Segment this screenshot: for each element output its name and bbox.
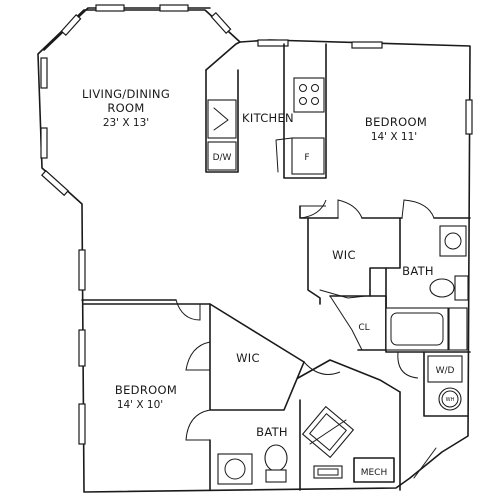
bath-1-label: BATH xyxy=(402,264,434,278)
windows xyxy=(40,4,473,445)
kitchen-sink xyxy=(207,99,237,139)
bath-2-toilet xyxy=(264,444,288,472)
living-room-dimensions: 23' X 13' xyxy=(103,117,149,129)
living-dining-room: LIVING/DINING ROOM 23' X 13' xyxy=(82,87,170,129)
bath-1-toilet xyxy=(429,278,455,298)
bath-2: BATH xyxy=(217,405,355,485)
laundry-area: W/D WH xyxy=(397,351,469,417)
bedroom-1-dimensions: 14' X 11' xyxy=(371,131,417,143)
kitchen: D/W F KITCHEN xyxy=(205,41,327,179)
bedroom-2-dimensions: 14' X 10' xyxy=(117,399,163,411)
bedroom-2: BEDROOM 14' X 10' xyxy=(115,383,177,411)
bath-1: BATH xyxy=(385,225,471,353)
wic-1-label: WIC xyxy=(332,248,356,262)
closet: CL xyxy=(329,295,387,351)
closet-label: CL xyxy=(358,323,369,333)
bath-1-tub xyxy=(385,307,449,351)
fridge-label: F xyxy=(304,153,309,163)
fridge xyxy=(291,137,325,175)
mech-room: MECH xyxy=(353,457,395,483)
washer-dryer-label: W/D xyxy=(436,366,455,376)
bath-1-sink xyxy=(439,225,467,257)
mech-label: MECH xyxy=(361,468,388,478)
bedroom-1-name: BEDROOM xyxy=(365,115,427,129)
cooktop xyxy=(293,77,325,113)
bath-2-label: BATH xyxy=(256,425,288,439)
kitchen-label: KITCHEN xyxy=(242,111,294,125)
washer-dryer xyxy=(427,355,463,383)
exterior-walls xyxy=(37,7,471,493)
living-room-name-line2: ROOM xyxy=(107,101,144,115)
bedroom-2-name: BEDROOM xyxy=(115,383,177,397)
bedroom-1: BEDROOM 14' X 11' xyxy=(299,115,471,219)
dishwasher-label: D/W xyxy=(213,153,232,163)
dishwasher xyxy=(207,141,237,171)
living-room-name-line1: LIVING/DINING xyxy=(82,87,170,101)
water-heater-label: WH xyxy=(446,397,455,403)
wic-2-label: WIC xyxy=(236,351,260,365)
interior-walls: WIC xyxy=(81,299,401,491)
